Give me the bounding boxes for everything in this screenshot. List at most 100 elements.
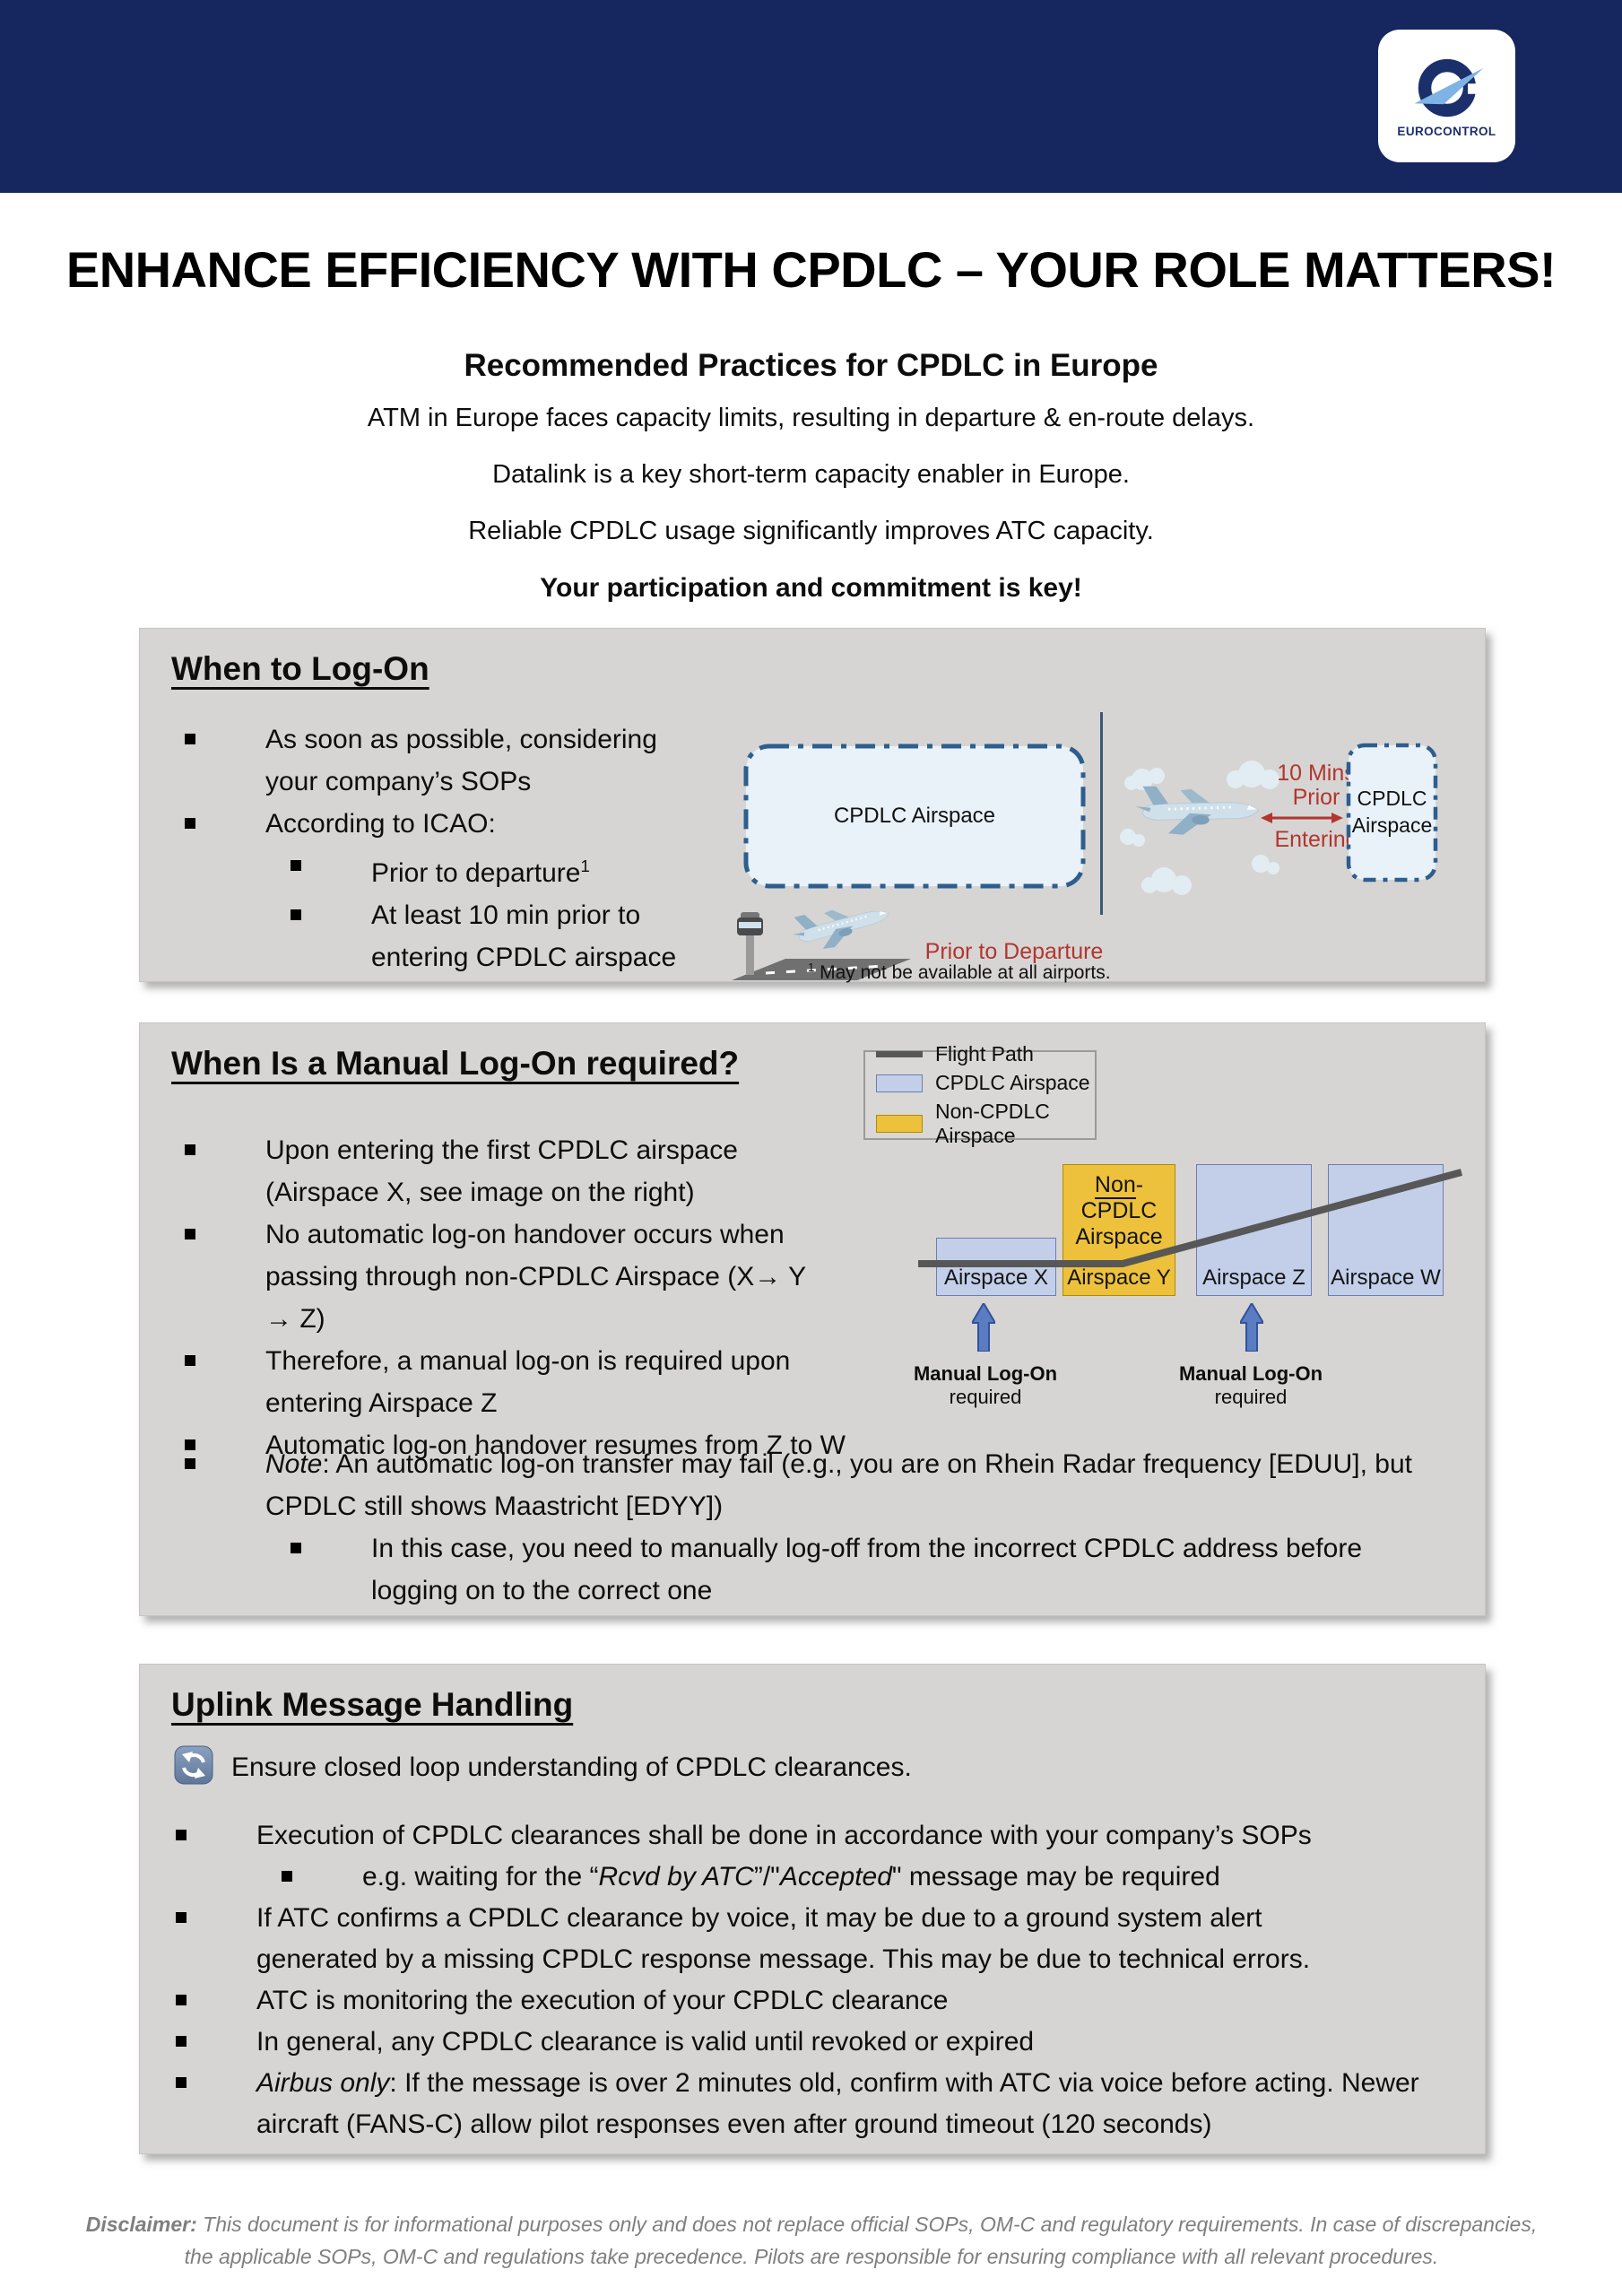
header-band: EUROCONTROL — [0, 0, 1622, 193]
note-sub-item: In this case, you need to manually log-o… — [291, 1527, 1447, 1612]
bullet-text: According to ICAO: — [265, 809, 496, 839]
section-title: When Is a Manual Log-On required? — [171, 1045, 740, 1082]
bullet-item-sub: e.g. waiting for the “Rcvd by ATC”/"Acce… — [282, 1857, 1422, 1898]
double-arrow-icon — [1261, 811, 1343, 830]
cpdlc-airspace-label: CPDLC Airspace — [833, 804, 996, 828]
closed-loop-text: Ensure closed loop understanding of CPDL… — [231, 1752, 912, 1782]
manual-logon-rest: required — [1214, 1386, 1288, 1408]
eurocontrol-logo-icon — [1414, 58, 1483, 117]
legend-item-flight-path: Flight Path — [876, 1042, 1095, 1066]
bullet-text: Automatic log-on handover resumes from Z… — [265, 1431, 846, 1460]
bullet-square-icon — [185, 1229, 195, 1239]
bullet-text: Therefore, a manual log-on is required u… — [265, 1346, 791, 1418]
section-title: When to Log-On — [171, 650, 429, 687]
note-lead: Note — [265, 1449, 323, 1479]
airspace-label: Airspace X — [943, 1265, 1049, 1290]
bullet-text: Upon entering the first CPDLC airspace (… — [265, 1135, 738, 1207]
note-text: Note: An automatic log-on transfer may f… — [265, 1443, 1431, 1527]
logo-wordmark: EUROCONTROL — [1397, 124, 1496, 138]
bullet-square-icon — [185, 1355, 195, 1366]
bullet-item: No automatic log-on handover occurs when… — [185, 1213, 846, 1340]
non-line2: Airspace — [1075, 1224, 1163, 1249]
airspace-w-box: Airspace W — [1328, 1164, 1444, 1296]
bullet-square-icon — [176, 1830, 186, 1840]
legend-label: Non-CPDLC Airspace — [935, 1100, 1050, 1147]
bullet-item: ATC is monitoring the execution of your … — [176, 1980, 1422, 2022]
log-on-bullet-list: As soon as possible, considering your co… — [185, 718, 694, 978]
disclaimer-lead: Disclaimer: — [85, 2213, 197, 2236]
bullet-square-icon — [185, 1458, 195, 1469]
bullet-item: Therefore, a manual log-on is required u… — [185, 1340, 846, 1424]
footnote: 1 May not be available at all airports. — [808, 961, 1111, 984]
text-part-italic: Rcvd by ATC — [598, 1862, 754, 1892]
bullet-item-sub: Prior to departure1 — [291, 845, 694, 894]
bullet-text: As soon as possible, considering your co… — [265, 725, 657, 796]
airspace-label: Airspace W — [1331, 1265, 1441, 1290]
bullet-square-icon — [291, 909, 301, 920]
disclaimer: Disclaimer: This document is for informa… — [76, 2208, 1547, 2273]
note-sub-text: In this case, you need to manually log-o… — [371, 1534, 1363, 1605]
text-part: ”/" — [753, 1862, 780, 1892]
airspace-label: Airspace Z — [1202, 1265, 1305, 1290]
bullet-item: Execution of CPDLC clearances shall be d… — [176, 1815, 1422, 1857]
dashed-border-icon — [1346, 743, 1438, 883]
prior-to-departure-label: Prior to Departure — [924, 939, 1104, 964]
closed-loop-line: Ensure closed loop understanding of CPDL… — [174, 1745, 912, 1789]
bullet-item: Airbus only: If the message is over 2 mi… — [176, 2063, 1422, 2145]
bullet-square-icon — [185, 818, 195, 829]
cpdlc-airspace-dashed-box: CPDLC Airspace — [743, 744, 1086, 889]
airspace-label: Airspace Y — [1067, 1265, 1171, 1290]
legend-item-cpdlc: CPDLC Airspace — [876, 1071, 1095, 1095]
legend-item-non-cpdlc: Non-CPDLC Airspace — [876, 1100, 1095, 1148]
non-underlined: Non — [1094, 1172, 1136, 1199]
bullet-item: As soon as possible, considering your co… — [185, 718, 694, 803]
manual-logon-arrow-icon — [970, 1301, 997, 1356]
intro-line-2: Datalink is a key short-term capacity en… — [492, 460, 1130, 489]
non-rest: -CPDLC — [1080, 1172, 1158, 1223]
cpdlc-airspace-label: CPDLC Airspace — [1351, 787, 1433, 837]
section-uplink-message-handling: Uplink Message Handling Ensure closed — [139, 1664, 1486, 2154]
section-title: Uplink Message Handling — [171, 1686, 574, 1723]
text-part: " message may be required — [891, 1862, 1220, 1892]
bullet-square-icon — [185, 734, 195, 744]
loop-refresh-icon — [174, 1745, 213, 1789]
bullet-square-icon — [176, 1995, 186, 2005]
bullet-text: e.g. waiting for the “Rcvd by ATC”/"Acce… — [362, 1857, 1220, 1898]
bullet-text: Airbus only: If the message is over 2 mi… — [256, 2063, 1422, 2145]
bullet-text: Prior to departure1 — [371, 845, 590, 894]
legend-label: Flight Path — [935, 1042, 1034, 1065]
ten-mins-prior-label: 10 Mins Prior — [1277, 761, 1356, 810]
subtitle: Recommended Practices for CPDLC in Europ… — [464, 348, 1158, 383]
bullet-item: According to ICAO: — [185, 803, 694, 845]
manual-logon-bold: Manual Log-On — [1178, 1362, 1323, 1385]
flight-path-line — [902, 1158, 1476, 1279]
text-part-italic: Accepted — [779, 1862, 892, 1892]
bullet-item-sub: At least 10 min prior to entering CPDLC … — [291, 894, 694, 978]
non-cpdlc-swatch-icon — [876, 1115, 923, 1133]
manual-logon-bold: Manual Log-On — [913, 1362, 1058, 1385]
section-manual-log-on: When Is a Manual Log-On required? Upon e… — [139, 1022, 1486, 1616]
text-part-italic: Airbus only — [256, 2068, 390, 2098]
flight-path-sample-icon — [876, 1051, 923, 1057]
footnote-marker: 1 — [580, 857, 590, 875]
eurocontrol-logo: EUROCONTROL — [1378, 30, 1515, 162]
entering-label: Entering — [1274, 827, 1358, 852]
bullet-item: Automatic log-on handover resumes from Z… — [185, 1424, 846, 1466]
cruising-airplane-icon — [1117, 754, 1314, 911]
uplink-bullet-list: Execution of CPDLC clearances shall be d… — [176, 1815, 1422, 2145]
bullet-square-icon — [282, 1871, 292, 1882]
bullet-text: No automatic log-on handover occurs when… — [265, 1220, 806, 1334]
section-when-to-log-on: When to Log-On As soon as possible, cons… — [139, 628, 1486, 984]
bullet-square-icon — [176, 2036, 186, 2047]
note-list: Note: An automatic log-on transfer may f… — [185, 1443, 1447, 1612]
disclaimer-text: This document is for informational purpo… — [184, 2213, 1538, 2268]
bullet-text-part: Prior to departure — [371, 858, 581, 888]
page-title: ENHANCE EFFICIENCY WITH CPDLC – YOUR ROL… — [65, 241, 1557, 298]
intro-line-1: ATM in Europe faces capacity limits, res… — [367, 404, 1255, 432]
text-part: e.g. waiting for the “ — [362, 1862, 599, 1892]
text-part: : If the message is over 2 minutes old, … — [256, 2068, 1419, 2139]
legend: Flight Path CPDLC Airspace Non-CPDLC Air… — [863, 1042, 1097, 1147]
manual-logon-rest: required — [949, 1386, 1022, 1408]
